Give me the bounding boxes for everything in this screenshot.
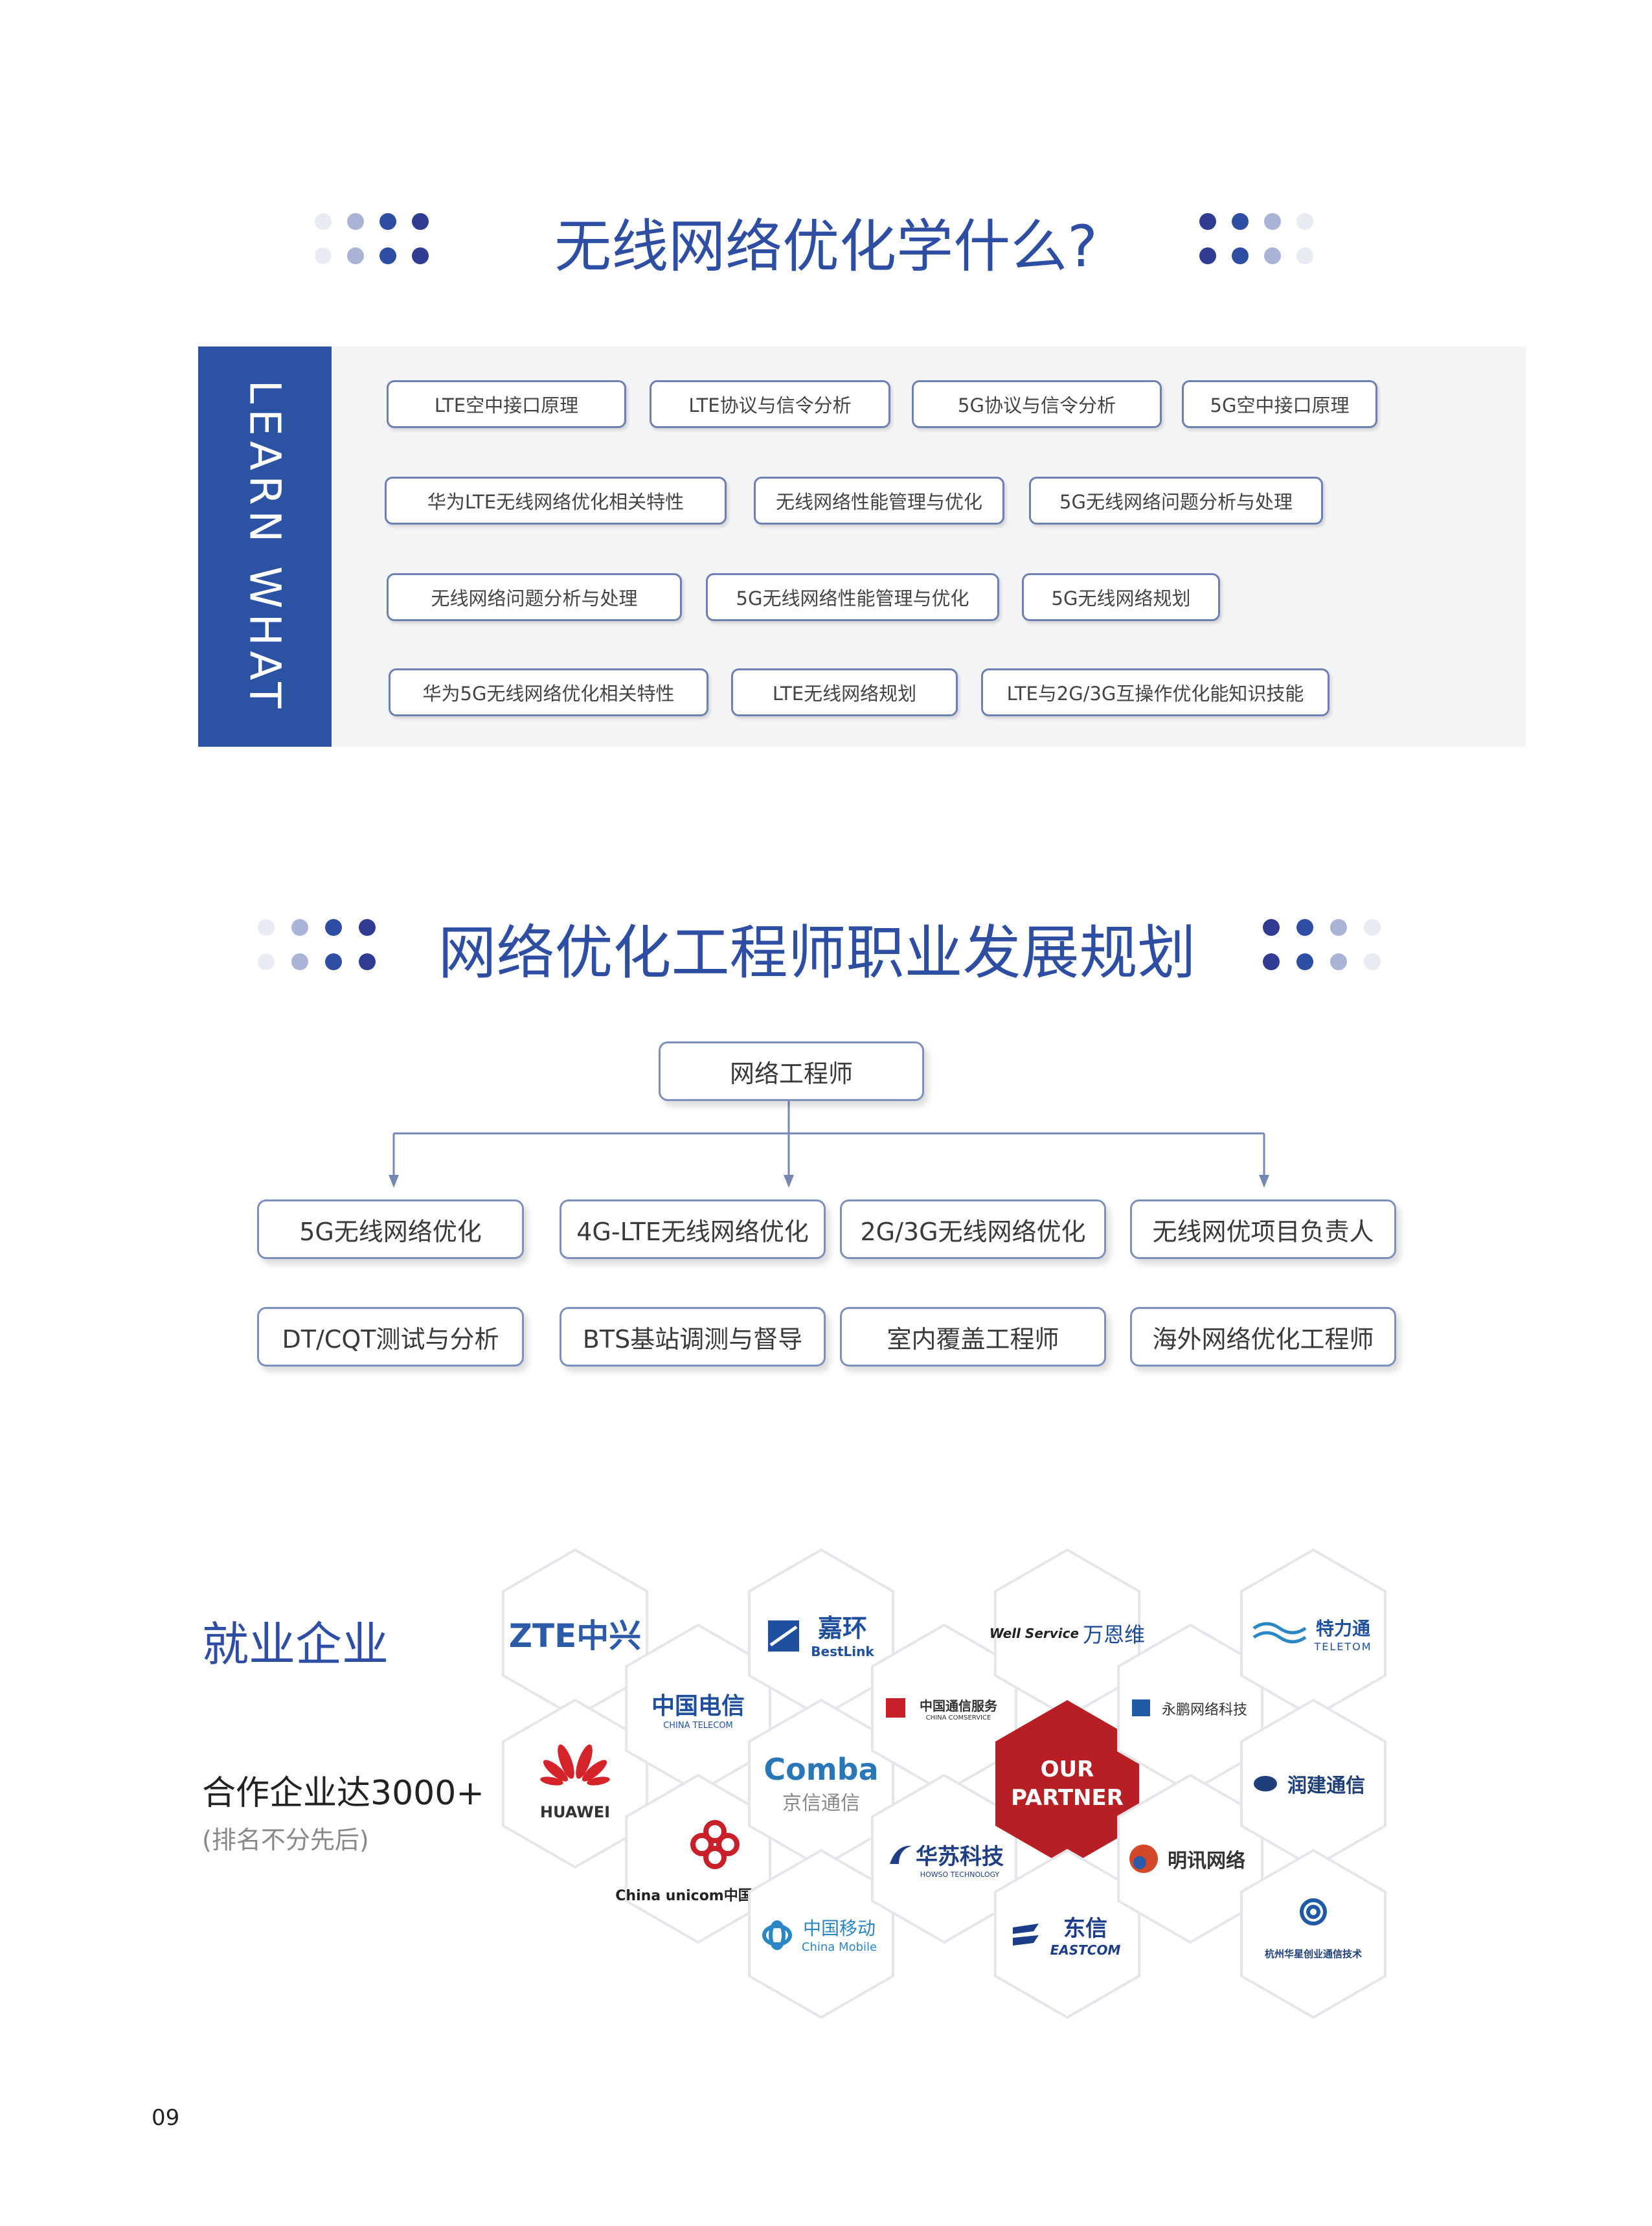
career-node: 海外网络优化工程师: [1130, 1307, 1396, 1367]
decor-dot: [291, 919, 308, 936]
partner-hex-center: OUR PARTNER: [993, 1698, 1141, 1869]
decor-dot: [1364, 919, 1381, 936]
career-node: 室内覆盖工程师: [840, 1307, 1106, 1367]
page-number: 09: [152, 2105, 180, 2131]
decor-dot: [315, 213, 332, 230]
career-node: 4G-LTE无线网络优化: [560, 1199, 826, 1259]
decor-dot: [1264, 247, 1281, 264]
topic-chip: 5G无线网络性能管理与优化: [706, 573, 999, 621]
topic-chip: LTE空中接口原理: [387, 380, 626, 428]
decor-dot: [1263, 919, 1280, 936]
partner-hex-teletom: 特力通 TELETOM: [1239, 1548, 1387, 1719]
career-node: 2G/3G无线网络优化: [840, 1199, 1106, 1259]
decor-dot: [347, 213, 364, 230]
career-node: 5G无线网络优化: [257, 1199, 524, 1259]
section-title-learn: 无线网络优化学什么?: [554, 213, 1098, 280]
partner-hex-bestlink: 嘉环 BestLink: [747, 1548, 895, 1719]
decor-dot: [325, 953, 342, 970]
topic-chip: LTE协议与信令分析: [650, 380, 890, 428]
partner-hex-china-telecom: 中国电信 CHINA TELECOM: [624, 1623, 772, 1794]
mingxun-logo: 明讯网络: [1168, 1850, 1245, 1872]
huaxing-logo: 杭州华星创业通信技术: [1264, 1948, 1362, 1960]
partner-hex-mingxun: 明讯网络: [1116, 1773, 1264, 1944]
topic-chip: 5G无线网络问题分析与处理: [1029, 477, 1323, 525]
decor-dot: [258, 919, 275, 936]
topic-chip: 华为5G无线网络优化相关特性: [389, 668, 708, 716]
decor-dot: [1296, 953, 1313, 970]
comservice-logo: 中国通信服务 CHINA COMSERVICE: [920, 1698, 997, 1721]
decor-dot: [379, 213, 396, 230]
decor-dot: [1199, 247, 1216, 264]
decor-dot: [1232, 213, 1249, 230]
well-logo: Well Service 万恩维: [989, 1622, 1146, 1647]
decor-dot: [325, 919, 342, 936]
decor-dot: [1330, 919, 1347, 936]
decor-dot: [1264, 213, 1281, 230]
decor-dot: [291, 953, 308, 970]
eastcom-logo: 东信 EASTCOM: [1050, 1915, 1121, 1958]
career-node: BTS基站调测与督导: [560, 1307, 826, 1367]
huawei-logo: HUAWEI: [539, 1803, 611, 1821]
section-title-career: 网络优化工程师职业发展规划: [438, 919, 1196, 987]
topic-chip: LTE无线网络规划: [731, 668, 958, 716]
partner-hex-eastcom: 东信 EASTCOM: [993, 1848, 1141, 2019]
zte-logo: ZTE中兴: [508, 1617, 642, 1655]
decor-dot: [1330, 953, 1347, 970]
partner-count: 合作企业达3000+: [202, 1774, 484, 1813]
partner-hex-comba: Comba 京信通信: [747, 1698, 895, 1869]
decor-dot: [1364, 953, 1381, 970]
topic-chip: 无线网络问题分析与处理: [387, 573, 682, 621]
decor-dot: [1263, 953, 1280, 970]
career-node: DT/CQT测试与分析: [257, 1307, 524, 1367]
howso-logo: 华苏科技 HOWSO TECHNOLOGY: [916, 1844, 1004, 1879]
decor-dot: [315, 247, 332, 264]
decor-dot: [359, 919, 376, 936]
topic-chip: LTE与2G/3G互操作优化能知识技能: [981, 668, 1330, 716]
decor-dot: [1199, 213, 1216, 230]
career-root-node: 网络工程师: [659, 1041, 924, 1101]
partner-hex-runjian: 润建通信: [1239, 1698, 1387, 1869]
china-mobile-logo: 中国移动 China Mobile: [801, 1917, 877, 1954]
topic-chip: 5G无线网络规划: [1022, 573, 1220, 621]
career-node: 无线网优项目负责人: [1130, 1199, 1396, 1259]
yongpeng-logo: 永鹏网络科技: [1161, 1702, 1247, 1718]
partner-hex-china-mobile: 中国移动 China Mobile: [747, 1848, 895, 2019]
employers-title: 就业企业: [202, 1617, 389, 1672]
runjian-logo: 润建通信: [1287, 1775, 1365, 1797]
bestlink-logo: 嘉环 BestLink: [811, 1613, 874, 1659]
partner-hex-huawei: HUAWEI: [501, 1698, 649, 1869]
decor-dot: [379, 247, 396, 264]
teletom-logo: 特力通 TELETOM: [1314, 1617, 1372, 1653]
topic-chip: 华为LTE无线网络优化相关特性: [385, 477, 727, 525]
topic-chip: 5G空中接口原理: [1182, 380, 1377, 428]
decor-dot: [412, 213, 429, 230]
china-telecom-logo: 中国电信 CHINA TELECOM: [651, 1692, 745, 1731]
partner-hex-huaxing: 杭州华星创业通信技术: [1239, 1848, 1387, 2019]
ranking-note: (排名不分先后): [202, 1826, 369, 1854]
learn-side-bar: [198, 346, 332, 747]
our-partner-badge: OUR PARTNER: [1011, 1756, 1124, 1811]
comba-logo: Comba 京信通信: [764, 1752, 879, 1815]
topic-chip: 5G协议与信令分析: [912, 380, 1162, 428]
decor-dot: [1232, 247, 1249, 264]
decor-dot: [258, 953, 275, 970]
decor-dot: [347, 247, 364, 264]
career-tree-connectors: [389, 1101, 1269, 1188]
decor-dot: [1296, 213, 1313, 230]
decor-dot: [1296, 919, 1313, 936]
decor-dot: [412, 247, 429, 264]
topic-chip: 无线网络性能管理与优化: [754, 477, 1004, 525]
decor-dot: [1296, 247, 1313, 264]
decor-dot: [359, 953, 376, 970]
partner-hex-howso: 华苏科技 HOWSO TECHNOLOGY: [870, 1773, 1018, 1944]
